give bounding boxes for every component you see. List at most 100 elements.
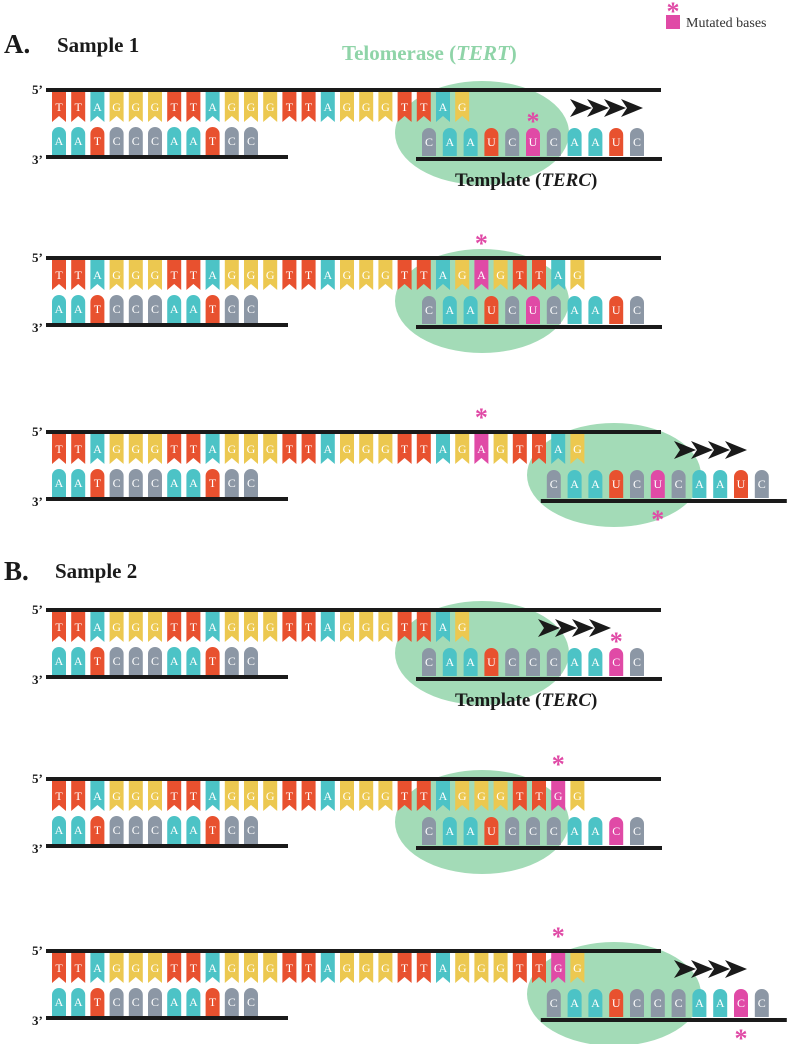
nucleotide-ribbon [532, 781, 546, 811]
legend-label: Mutated bases [686, 16, 766, 31]
nucleotide-cap [463, 296, 478, 324]
base-letter: T [190, 961, 198, 975]
chevron-arrow-icon [589, 619, 611, 637]
base-letter: G [458, 961, 467, 975]
top-strand-base: T [71, 612, 86, 642]
base-letter: A [170, 302, 179, 316]
base-letter: A [439, 268, 448, 282]
nucleotide-ribbon [493, 434, 508, 464]
nucleotide-ribbon [109, 612, 124, 642]
template-base: U [526, 296, 540, 324]
base-letter: G [266, 961, 275, 975]
top-strand-base: G [263, 781, 278, 811]
nucleotide-ribbon [263, 953, 278, 983]
nucleotide-ribbon [109, 953, 124, 983]
top-strand-base: G [109, 953, 124, 983]
nucleotide-cap [71, 127, 86, 155]
base-letter: A [55, 476, 64, 490]
base-letter: G [227, 961, 236, 975]
nucleotide-cap [128, 816, 143, 844]
nucleotide-cap [71, 295, 86, 323]
base-letter: C [737, 996, 745, 1010]
base-letter: T [401, 268, 409, 282]
nucleotide-ribbon [205, 612, 220, 642]
top-strand-base: T [186, 260, 201, 290]
base-letter: U [612, 303, 621, 317]
nucleotide-ribbon [128, 781, 143, 811]
top-strand-base: G [263, 434, 278, 464]
base-letter: T [420, 100, 428, 114]
top-strand-base: G [474, 953, 489, 983]
base-letter: G [573, 961, 582, 975]
base-letter: C [151, 823, 159, 837]
nucleotide-cap [588, 817, 603, 845]
base-letter: A [170, 476, 179, 490]
nucleotide-ribbon [205, 781, 220, 811]
top-strand-base: G [109, 781, 124, 811]
bottom-strand-base: C [224, 469, 239, 497]
template-base: C [671, 470, 686, 498]
top-strand-base: G [378, 781, 393, 811]
nucleotide-cap [205, 647, 220, 675]
top-strand-base: G [455, 953, 470, 983]
nucleotide-cap [205, 469, 220, 497]
nucleotide-ribbon [148, 92, 162, 122]
top-strand-base: T [167, 434, 182, 464]
base-letter: G [247, 268, 256, 282]
strand-5-prime-backbone [46, 256, 661, 260]
nucleotide-cap [546, 989, 561, 1017]
bottom-strand-base: T [90, 647, 105, 675]
nucleotide-cap [90, 469, 105, 497]
base-letter: G [112, 789, 121, 803]
nucleotide-ribbon [378, 434, 393, 464]
base-letter: G [381, 100, 390, 114]
template-base: C [546, 128, 561, 156]
template-base: C [734, 989, 748, 1017]
top-strand-base: A [320, 92, 335, 122]
nucleotide-ribbon [167, 953, 182, 983]
nucleotide-cap [52, 469, 66, 497]
bottom-strand-base: C [224, 295, 239, 323]
base-letter: C [612, 655, 620, 669]
nucleotide-cap [609, 296, 624, 324]
nucleotide-ribbon [416, 260, 431, 290]
base-letter: C [151, 476, 159, 490]
three-prime-label: 3’ [32, 494, 43, 509]
top-strand-base: T [282, 434, 297, 464]
base-letter: C [550, 996, 558, 1010]
top-strand-base: T [52, 260, 66, 290]
nucleotide-ribbon [205, 92, 220, 122]
nucleotide-cap [109, 816, 124, 844]
nucleotide-cap [90, 127, 105, 155]
base-letter: T [535, 789, 543, 803]
base-letter: A [74, 823, 83, 837]
template-base: C [671, 989, 686, 1017]
top-strand-base: A [90, 953, 105, 983]
base-letter: A [208, 961, 217, 975]
base-letter: C [132, 995, 140, 1009]
nucleotide-ribbon [186, 612, 201, 642]
nucleotide-ribbon [71, 434, 86, 464]
template-base: A [692, 989, 707, 1017]
base-letter: A [323, 100, 332, 114]
top-strand-base: G [340, 612, 354, 642]
chevron-arrow-icon [691, 960, 713, 978]
top-strand-base: T [512, 953, 527, 983]
base-letter: G [131, 961, 140, 975]
template-base: A [442, 817, 457, 845]
base-letter: G [266, 620, 275, 634]
top-strand-base: G [224, 260, 239, 290]
base-letter: T [75, 442, 83, 456]
top-strand-base: G [340, 953, 354, 983]
five-prime-label: 5’ [32, 771, 43, 786]
nucleotide-cap [128, 988, 143, 1016]
bottom-strand-base: A [71, 469, 86, 497]
template-base: C [526, 648, 540, 676]
base-letter: A [93, 100, 102, 114]
nucleotide-ribbon [244, 612, 258, 642]
base-letter: T [535, 268, 543, 282]
template-base: C [630, 989, 644, 1017]
nucleotide-ribbon [186, 260, 201, 290]
base-letter: C [228, 654, 236, 668]
nucleotide-cap [128, 295, 143, 323]
